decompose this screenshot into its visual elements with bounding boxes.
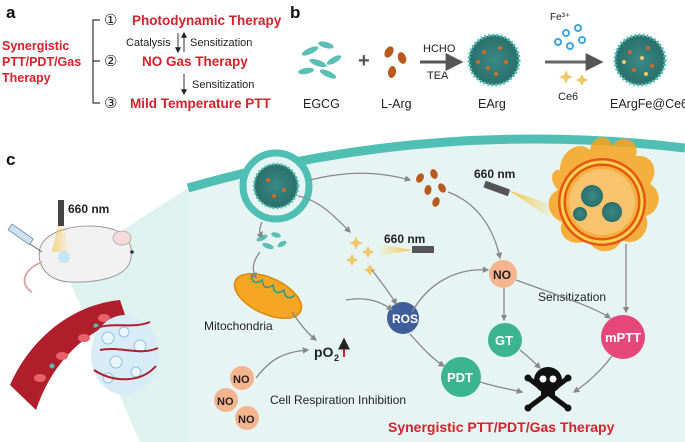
bracket <box>92 19 100 104</box>
panel-label-c: c <box>6 150 15 169</box>
panel-c: c 660 nm <box>6 134 685 442</box>
sensitization-label-2: Sensitization <box>192 79 254 91</box>
egcg-label: EGCG <box>303 97 340 111</box>
final-therapy-label: Synergistic PTT/PDT/Gas Therapy <box>388 419 615 435</box>
panel-b: b EGCG + L-Arg HCHO TEA <box>290 3 685 111</box>
laser-right <box>483 180 556 218</box>
po2-subscript: 2 <box>334 353 339 363</box>
catalysis-label: Catalysis <box>126 37 171 49</box>
cell-respiration-label: Cell Respiration Inhibition <box>270 393 406 407</box>
panel-label-b: b <box>290 3 300 22</box>
synergistic-title-line2: PTT/PDT/Gas <box>2 55 81 69</box>
laser-right-label: 660 nm <box>474 167 515 181</box>
step-1-text: Photodynamic Therapy <box>132 13 282 28</box>
step-3-number: ③ <box>104 95 117 112</box>
no-bubbles <box>214 366 259 430</box>
syringe <box>7 223 43 253</box>
no-node <box>489 260 517 288</box>
earg-label: EArg <box>478 97 506 111</box>
earg-fe-ce6-particle <box>613 33 667 87</box>
ros-label: ROS <box>392 312 418 326</box>
reagent-hcho: HCHO <box>423 43 456 55</box>
pdt-label: PDT <box>447 370 473 385</box>
synergistic-title-line1: Synergistic <box>2 39 69 53</box>
reagent-tea: TEA <box>427 70 449 82</box>
gt-node <box>488 323 522 357</box>
pdt-node <box>441 357 481 397</box>
ce6-molecules <box>559 70 588 86</box>
po2-label: pO <box>314 344 334 360</box>
product-label: EArgFe@Ce6 <box>610 97 685 111</box>
heated-particles <box>573 185 622 222</box>
ce6-label: Ce6 <box>558 91 578 103</box>
step-3-text: Mild Temperature PTT <box>130 96 272 111</box>
no-bubble-3: NO <box>238 414 255 426</box>
mitochondria <box>233 272 303 320</box>
step-1-number: ① <box>104 12 117 29</box>
pathway-arrows <box>250 172 630 394</box>
fe-label: Fe³⁺ <box>550 12 570 23</box>
no-node-label: NO <box>493 268 511 282</box>
no-bubble-1: NO <box>233 374 250 386</box>
plus-sign: + <box>358 50 370 72</box>
tumor <box>91 315 159 395</box>
endocytosis-vesicle <box>239 149 313 223</box>
l-arg-released <box>416 169 446 207</box>
laser-mouse-label: 660 nm <box>68 202 109 216</box>
laser-mouse <box>52 200 70 252</box>
skull-crossbones-icon <box>524 367 572 412</box>
sensitization-label-1: Sensitization <box>190 37 252 49</box>
synergistic-title-line3: Therapy <box>2 71 51 85</box>
laser-mid <box>378 244 434 256</box>
panel-label-a: a <box>6 3 16 22</box>
ros-node <box>387 302 419 334</box>
mitochondria-label: Mitochondria <box>204 319 273 333</box>
panel-a: a Synergistic PTT/PDT/Gas Therapy ① Phot… <box>2 3 282 112</box>
step-2-number: ② <box>104 53 117 70</box>
ce6-released <box>346 236 376 276</box>
step-2-text: NO Gas Therapy <box>142 54 248 69</box>
laser-mid-label: 660 nm <box>384 232 425 246</box>
egcg-molecules <box>298 41 342 79</box>
earg-particle <box>467 33 521 87</box>
gt-label: GT <box>495 333 513 348</box>
l-arg-label: L-Arg <box>381 97 412 111</box>
l-arg-molecules <box>384 46 407 78</box>
no-bubble-2: NO <box>217 396 234 408</box>
mptt-label: mPTT <box>605 330 641 345</box>
mptt-node <box>601 315 645 359</box>
fe-ions <box>554 24 586 50</box>
